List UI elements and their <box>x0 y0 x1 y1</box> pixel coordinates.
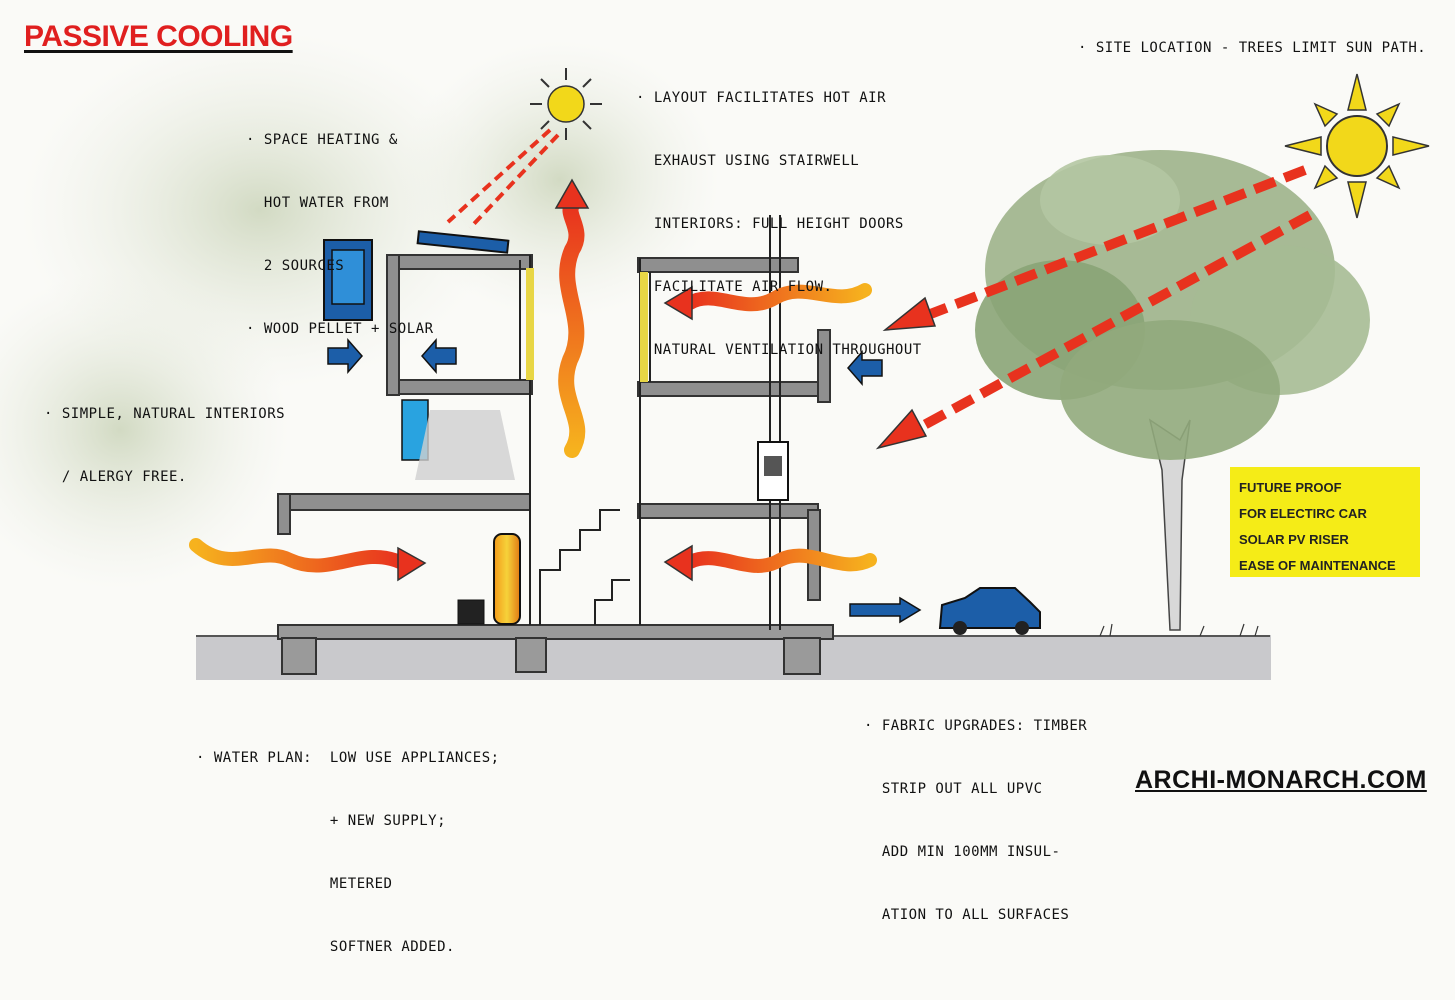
passive-cooling-diagram: PASSIVE COOLING · SPACE HEATING & HOT WA… <box>0 20 1430 955</box>
layout-note: · LAYOUT FACILITATES HOT AIR EXHAUST USI… <box>636 46 922 403</box>
watermark: ARCHI-MONARCH.COM <box>1135 766 1427 794</box>
sun-rays-small <box>446 128 560 230</box>
future-box-line: SOLAR PV RISER <box>1239 532 1349 547</box>
heating-note: · SPACE HEATING & HOT WATER FROM 2 SOURC… <box>246 88 434 382</box>
note-line: + NEW SUPPLY; <box>196 813 447 829</box>
future-box-line: EASE OF MAINTENANCE <box>1239 558 1396 573</box>
note-line: / ALERGY FREE. <box>44 469 187 485</box>
note-line: · WOOD PELLET + SOLAR <box>246 321 434 337</box>
note-line: METERED <box>196 876 393 892</box>
water-tank-icon <box>493 533 521 625</box>
insulation-strips <box>526 268 648 382</box>
window-icon <box>323 239 373 321</box>
car-icon <box>938 587 1041 635</box>
note-line: EXHAUST USING STAIRWELL <box>636 153 860 169</box>
note-line: 2 SOURCES <box>246 258 345 274</box>
interiors-note: · SIMPLE, NATURAL INTERIORS / ALERGY FRE… <box>44 362 285 530</box>
future-box-line: FOR ELECTIRC CAR <box>1239 506 1367 521</box>
stove-icon <box>457 599 485 625</box>
future-proof-box: FUTURE PROOF FOR ELECTIRC CAR SOLAR PV R… <box>1230 467 1420 577</box>
building-structure <box>277 254 831 601</box>
ground <box>196 635 1271 680</box>
foundations <box>277 624 834 675</box>
note-line: · SPACE HEATING & <box>246 132 398 148</box>
water-note: · WATER PLAN: LOW USE APPLIANCES; + NEW … <box>196 706 500 1000</box>
note-line: FACILITATE AIR FLOW. <box>636 279 833 295</box>
airflow-arrows <box>189 283 877 582</box>
note-line: ADD MIN 100MM INSUL- <box>864 844 1061 860</box>
note-line: STRIP OUT ALL UPVC <box>864 781 1043 797</box>
note-line: ATION TO ALL SURFACES <box>864 907 1070 923</box>
tree-icon <box>975 150 1370 631</box>
note-line: · WATER PLAN: LOW USE APPLIANCES; <box>196 750 500 766</box>
note-line: INTERIORS: FULL HEIGHT DOORS <box>636 216 904 232</box>
stack-effect-arrow <box>554 178 590 458</box>
radiator-icon <box>757 441 789 501</box>
section-drawing <box>0 30 1430 680</box>
note-line: SOFTNER ADDED. <box>196 939 455 955</box>
solar-panel-icon <box>416 230 510 254</box>
sun-icon <box>530 68 602 140</box>
note-line: NATURAL VENTILATION THROUGHOUT <box>636 342 922 358</box>
future-box-line: FUTURE PROOF <box>1239 480 1342 495</box>
sun-ray-arrows <box>875 165 1313 450</box>
fabric-note: · FABRIC UPGRADES: TIMBER STRIP OUT ALL … <box>864 674 1087 968</box>
site-note: · SITE LOCATION - TREES LIMIT SUN PATH. <box>1078 40 1427 56</box>
sun-icon <box>1284 73 1430 219</box>
note-line: · SIMPLE, NATURAL INTERIORS <box>44 406 286 422</box>
grass <box>1099 623 1259 637</box>
note-line: HOT WATER FROM <box>246 195 389 211</box>
note-line: · FABRIC UPGRADES: TIMBER <box>864 718 1088 734</box>
blue-airflow-arrows <box>327 338 922 624</box>
page-title: PASSIVE COOLING <box>24 20 293 53</box>
note-line: · LAYOUT FACILITATES HOT AIR <box>636 90 887 106</box>
